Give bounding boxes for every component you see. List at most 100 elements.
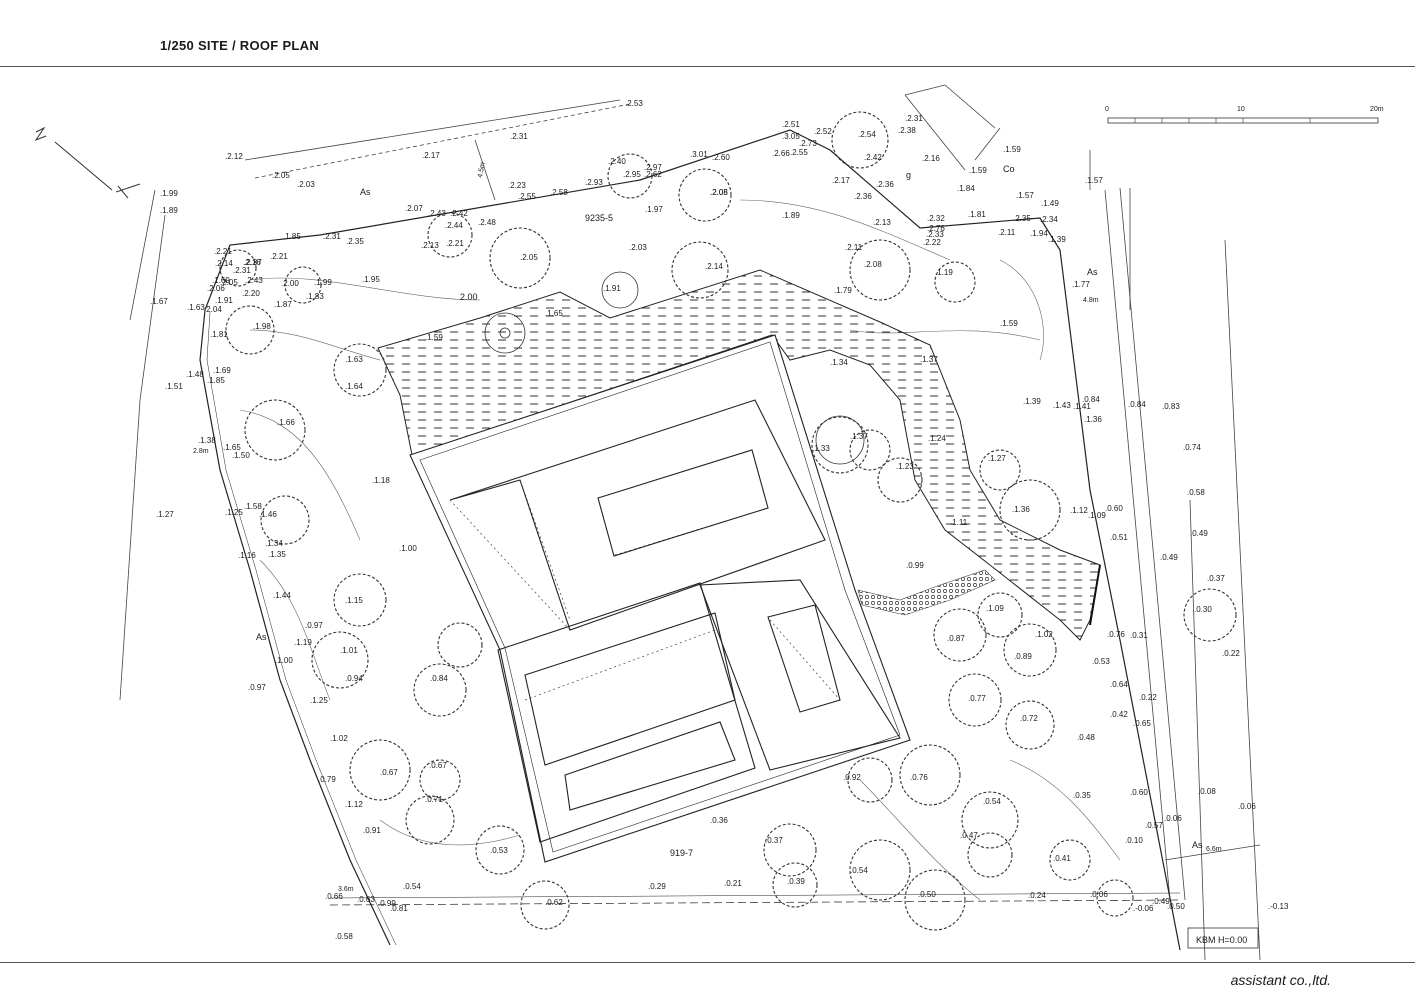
spot-level: .1.89 [782, 211, 800, 220]
spot-level: .0.31 [1130, 631, 1148, 640]
spot-level: .1.57 [1016, 191, 1034, 200]
spot-level: .1.09 [1088, 511, 1106, 520]
spot-level: .1.36 [1084, 415, 1102, 424]
spot-level: .2.36 [876, 180, 894, 189]
spot-level: .0.06 [1164, 814, 1182, 823]
spot-level: .1.69 [213, 366, 231, 375]
spot-level: .2.35 [346, 237, 364, 246]
spot-level: .0.10 [1125, 836, 1143, 845]
spot-level: .1.46 [259, 510, 277, 519]
spot-level: .2.31 [905, 114, 923, 123]
spot-level: .1.59 [1003, 145, 1021, 154]
spot-level: .2.48 [478, 218, 496, 227]
spot-level: .0.50 [1167, 902, 1185, 911]
spot-level: .0.06 [1238, 802, 1256, 811]
spot-level: .2.17 [422, 151, 440, 160]
title-rule [0, 66, 1415, 67]
dimension-label: 2.8m [193, 448, 209, 455]
spot-level: .2.16 [922, 154, 940, 163]
spot-level: .0.42 [1110, 710, 1128, 719]
spot-level: .1.66 [277, 418, 295, 427]
spot-level: .-0.06 [1133, 904, 1154, 913]
spot-level: .2.43 [245, 276, 263, 285]
company-name: assistant co.,ltd. [1230, 972, 1331, 988]
zone-label-as-east: As [1087, 267, 1098, 277]
spot-level: .1.24 [928, 434, 946, 443]
spot-level: .1.69 [212, 276, 230, 285]
spot-level: .1.83 [306, 292, 324, 301]
spot-level: .0.54 [983, 797, 1001, 806]
spot-level: .0.62 [545, 898, 563, 907]
spot-level: .1.51 [165, 382, 183, 391]
spot-level: .1.49 [1041, 199, 1059, 208]
spot-level: .0.66 [325, 892, 343, 901]
spot-level: .2.07 [405, 204, 423, 213]
spot-level: .2.37 [244, 258, 262, 267]
spot-level: .1.41 [1073, 402, 1091, 411]
zone-label-as-south: As [1192, 840, 1203, 850]
north-arrow-icon [34, 126, 141, 199]
dimension-label: 4.5m [477, 162, 487, 179]
spot-level: .1.35 [268, 550, 286, 559]
spot-level: .2.05 [710, 188, 728, 197]
spot-level: .0.39 [787, 877, 805, 886]
spot-level: .0.47 [960, 831, 978, 840]
spot-level: .1.67 [150, 297, 168, 306]
lot-number-south: 919-7 [670, 848, 693, 858]
spot-level: .2.21 [446, 239, 464, 248]
spot-level: .1.19 [294, 638, 312, 647]
spot-level: .0.97 [305, 621, 323, 630]
spot-level: .2.32 [927, 214, 945, 223]
spot-level: .3.01 [690, 150, 708, 159]
spot-level: .2.22 [923, 238, 941, 247]
spot-level: .1.85 [283, 232, 301, 241]
spot-level: .0.49 [1190, 529, 1208, 538]
spot-level: .0.41 [1053, 854, 1071, 863]
spot-level: .0.60 [1130, 788, 1148, 797]
spot-level: .2.16 [243, 258, 261, 267]
spot-level: .2.60 [712, 153, 730, 162]
spot-level: .0.91 [363, 826, 381, 835]
spot-level: .1.85 [207, 376, 225, 385]
spot-level: .0.83 [1162, 402, 1180, 411]
spot-level: .1.12 [1070, 506, 1088, 515]
spot-level: .0.29 [648, 882, 666, 891]
spot-level: .1.59 [1000, 319, 1018, 328]
scale-bar: 0 10 20m [1105, 106, 1384, 124]
spot-level: .2.93 [585, 178, 603, 187]
spot-level: .0.63 [357, 895, 375, 904]
spot-level: .2.31 [323, 232, 341, 241]
spot-level: .2.44 [445, 221, 463, 230]
zone-label-co: Co [1003, 164, 1015, 174]
spot-level: .2.36 [854, 192, 872, 201]
spot-levels: .2.53.2.31.2.12.2.17.2.05.2.03.2.51.3.05… [150, 99, 1289, 941]
spot-level: .1.59 [425, 333, 443, 342]
spot-level: .1.15 [345, 596, 363, 605]
spot-level: .1.25 [310, 696, 328, 705]
spot-level: .0.08 [1198, 787, 1216, 796]
spot-level: .2.73 [799, 139, 817, 148]
spot-level: .0.30 [1194, 605, 1212, 614]
spot-level: .0.37 [1207, 574, 1225, 583]
spot-level: .1.50 [232, 451, 250, 460]
spot-level: .1.37 [920, 355, 938, 364]
spot-level: .0.67 [380, 768, 398, 777]
dimension-label: 3.6m [338, 886, 354, 893]
zone-label-as-west: As [256, 632, 267, 642]
spot-level: .2.21 [270, 252, 288, 261]
zone-label-as-north: As [360, 187, 371, 197]
spot-level: .1.44 [273, 591, 291, 600]
spot-level: .2.17 [832, 176, 850, 185]
spot-level: .1.39 [1048, 235, 1066, 244]
lot-number-north: 9235-5 [585, 213, 613, 223]
spot-level: .1.65 [545, 309, 563, 318]
spot-level: .0.65 [1133, 719, 1151, 728]
tree-symbols [219, 111, 1237, 931]
spot-level: .1.81 [968, 210, 986, 219]
spot-level: .2.62 [644, 170, 662, 179]
spot-level: .1.36 [1012, 505, 1030, 514]
spot-level: .2.13 [421, 241, 439, 250]
spot-level: .1.27 [988, 454, 1006, 463]
spot-level: .2.06 [207, 284, 225, 293]
